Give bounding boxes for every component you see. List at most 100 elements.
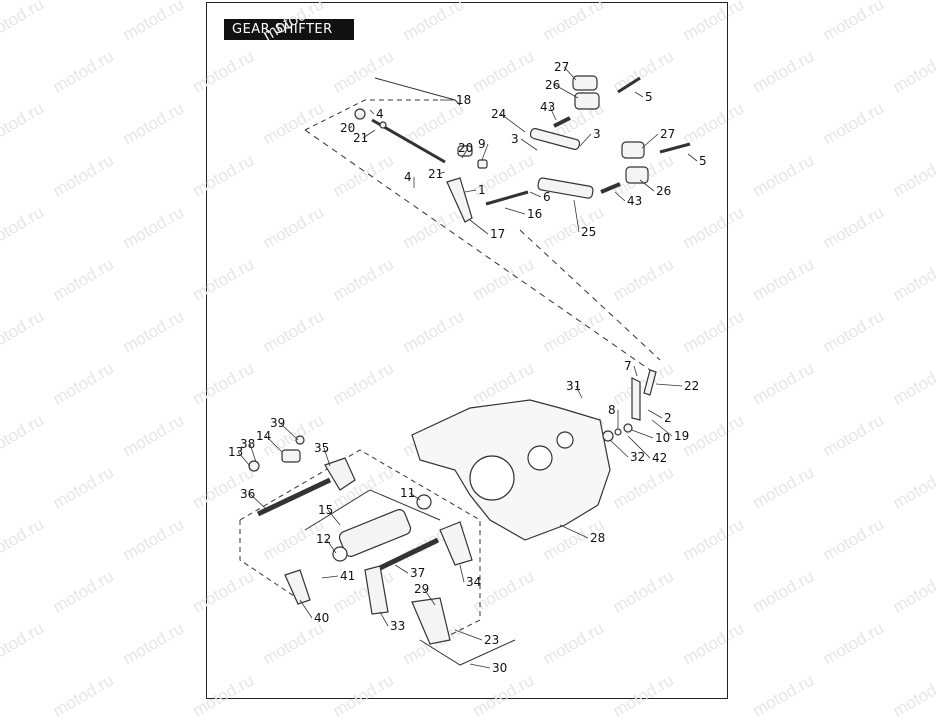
callout-label-25: 25	[581, 225, 596, 239]
seal-32	[602, 430, 614, 442]
callout-label-4: 4	[404, 170, 412, 184]
callout-leader-36	[249, 493, 266, 509]
clevis-27-right	[621, 141, 645, 159]
shift-drum	[338, 509, 412, 557]
upper-to-lower-dashed-line	[304, 129, 651, 371]
callout-label-26: 26	[545, 78, 560, 92]
callout-label-11: 11	[400, 486, 415, 500]
callout-leader-17	[469, 219, 489, 235]
callout-label-28: 28	[590, 531, 605, 545]
callout-leader-32	[609, 439, 629, 458]
callout-label-17: 17	[490, 227, 505, 241]
callout-label-21: 21	[353, 131, 368, 145]
roller-13	[248, 460, 260, 472]
callout-label-42: 42	[652, 451, 667, 465]
callout-label-5: 5	[645, 90, 653, 104]
upper-right-dashed	[519, 229, 661, 361]
callout-leader-39	[279, 422, 299, 441]
callout-leader-43	[549, 106, 557, 121]
callout-label-43: 43	[540, 100, 555, 114]
callout-leader-31	[575, 385, 583, 399]
bushing-20	[457, 145, 473, 157]
shift-fork-34	[439, 521, 473, 566]
callout-leader-16	[504, 207, 526, 215]
case-bore	[469, 455, 515, 501]
callout-label-20: 20	[458, 141, 473, 155]
washer-10	[623, 423, 633, 433]
shaft-16	[485, 190, 529, 206]
callout-leader-26	[554, 84, 579, 99]
rod-end-21	[379, 121, 387, 129]
callout-leader-3	[579, 133, 592, 147]
fork-rod-37	[378, 537, 440, 571]
diagram-title: GEAR SHIFTER	[224, 19, 354, 40]
callout-leader-37	[394, 564, 409, 574]
callout-leader-24	[500, 113, 526, 133]
callout-label-18: 18	[456, 93, 471, 107]
callout-leader-11	[409, 492, 421, 501]
callout-leader-25	[573, 199, 580, 233]
callout-leader-21	[362, 129, 376, 139]
callout-label-19: 19	[674, 429, 689, 443]
callout-leader-3	[520, 138, 538, 151]
callout-leader-29	[423, 588, 436, 606]
pin-43-right	[600, 182, 621, 194]
callout-label-9: 9	[478, 137, 486, 151]
shift-pawl-23	[411, 597, 451, 645]
callout-label-34: 34	[466, 575, 481, 589]
callout-label-15: 15	[318, 503, 333, 517]
callout-leader-40	[299, 599, 313, 619]
shift-fork-33	[364, 565, 389, 615]
detent-lever-40	[284, 569, 311, 605]
callout-leader-2	[647, 409, 663, 419]
callout-label-12: 12	[316, 532, 331, 546]
callout-label-3: 3	[511, 132, 519, 146]
callout-leader-21	[437, 171, 446, 175]
callout-leader-22	[655, 383, 683, 387]
callout-leader-5	[687, 153, 698, 162]
callout-leader-12	[325, 538, 337, 554]
bracket-15	[304, 489, 441, 531]
callout-leader-43	[614, 191, 626, 202]
ring-12	[332, 546, 348, 562]
shift-lever-19	[631, 377, 641, 421]
callout-leader-1	[464, 189, 477, 193]
callout-label-4: 4	[376, 107, 384, 121]
callout-label-22: 22	[684, 379, 699, 393]
callout-leader-30	[469, 663, 491, 669]
callout-label-21: 21	[428, 167, 443, 181]
shift-drum-dashed-box	[239, 449, 481, 641]
callout-label-20: 20	[340, 121, 355, 135]
clevis-26-right	[625, 166, 649, 184]
ring-11	[416, 494, 432, 510]
callout-label-40: 40	[314, 611, 329, 625]
callout-label-35: 35	[314, 441, 329, 455]
callout-label-7: 7	[624, 359, 632, 373]
nut-9	[477, 159, 488, 169]
clevis-27-top	[572, 75, 598, 91]
bolt-5-right	[659, 142, 691, 154]
bolt-5-top	[617, 76, 641, 94]
upper-assembly-dashed-outline	[304, 99, 440, 131]
callout-label-39: 39	[270, 416, 285, 430]
callout-leader-28	[559, 524, 589, 539]
callout-leader-5	[634, 91, 644, 98]
fork-rod-36	[256, 477, 332, 517]
shift-arm-22	[643, 369, 657, 396]
bolt-39	[295, 435, 305, 445]
callout-label-1: 1	[478, 183, 486, 197]
callout-label-16: 16	[527, 207, 542, 221]
link-25	[537, 177, 594, 199]
callout-label-33: 33	[390, 619, 405, 633]
callout-leader-9	[481, 143, 489, 161]
callout-leader-4	[369, 109, 375, 115]
callout-label-27: 27	[554, 60, 569, 74]
callout-label-5: 5	[699, 154, 707, 168]
spring-14	[281, 449, 301, 463]
callout-leader-42	[627, 435, 651, 459]
callout-label-32: 32	[630, 450, 645, 464]
callout-leader-7	[633, 365, 638, 377]
callout-leader-14	[265, 435, 283, 453]
callout-leader-27	[641, 133, 659, 149]
callout-label-41: 41	[340, 569, 355, 583]
